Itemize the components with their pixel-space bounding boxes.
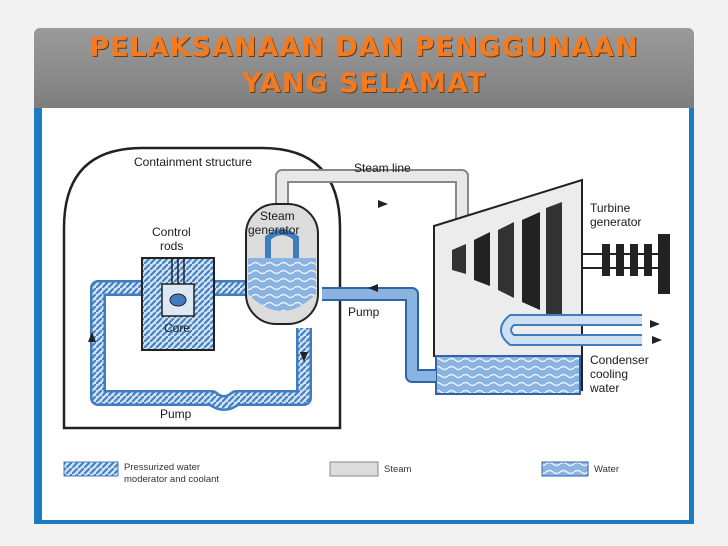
legend-swatch-pressurized (63, 461, 119, 477)
label-core: Core (164, 321, 190, 335)
label-steam-gen-1: Steam (260, 209, 295, 223)
condenser-water (435, 355, 581, 395)
legend-label-steam: Steam (384, 464, 412, 475)
legend-label-pressurized-1: Pressurized water (124, 462, 200, 473)
control-rods (171, 258, 185, 284)
title-bar: PELAKSANAAN DAN PENGGUNAAN YANG SELAMAT (34, 28, 694, 108)
label-steam-line: Steam line (354, 161, 411, 175)
label-steam-gen-2: generator (248, 223, 299, 237)
label-pump-top: Pump (348, 305, 380, 319)
label-pump-bottom: Pump (160, 407, 192, 421)
label-condenser-2: cooling (590, 367, 628, 381)
slide-title-line-2: YANG SELAMAT (241, 68, 487, 99)
legend-label-water: Water (594, 464, 619, 475)
legend-swatch-steam (329, 461, 379, 477)
label-containment: Containment structure (134, 155, 252, 169)
label-turbine-2: generator (590, 215, 641, 229)
generator-shaft (581, 234, 670, 294)
slide-title-line-1: PELAKSANAAN DAN PENGGUNAAN (89, 32, 639, 63)
legend-label-pressurized-2: moderator and coolant (124, 474, 219, 485)
reactor-diagram: Containment structure Steam line Control… (62, 146, 670, 485)
core-block (161, 283, 195, 317)
flow-arrows (88, 200, 662, 362)
label-turbine-1: Turbine (590, 201, 631, 215)
legend: Pressurized water moderator and coolant … (63, 461, 619, 485)
diagram-panel: Containment structure Steam line Control… (34, 108, 694, 524)
label-condenser-3: water (589, 381, 619, 395)
legend-swatch-water (541, 461, 589, 477)
label-control-2: rods (160, 239, 183, 253)
label-control-1: Control (152, 225, 191, 239)
label-condenser-1: Condenser (590, 353, 649, 367)
containment-dome (62, 146, 342, 430)
turbine-blades (452, 202, 562, 322)
